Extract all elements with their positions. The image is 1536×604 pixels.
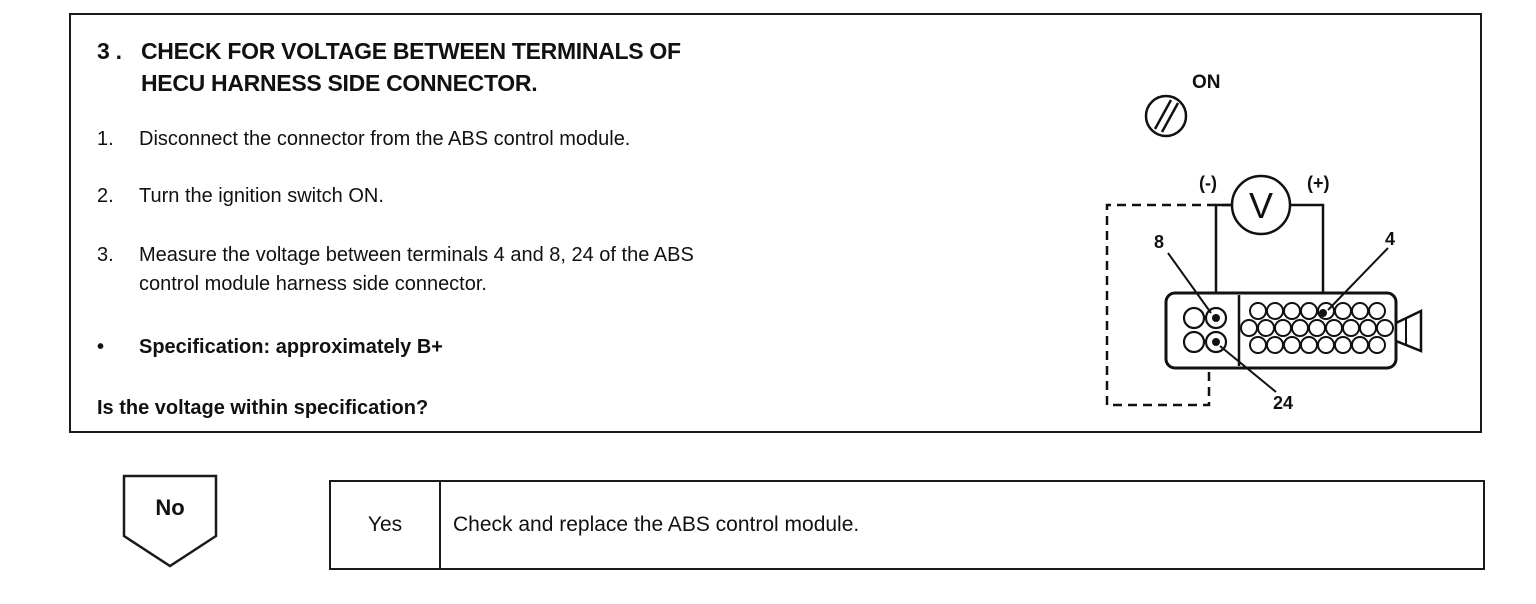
yes-label: Yes [331,482,441,568]
yes-result-table: Yes Check and replace the ABS control mo… [329,480,1485,570]
step-title-line-2: HECU HARNESS SIDE CONNECTOR. [141,70,538,96]
yes-action-text: Check and replace the ABS control module… [453,513,860,536]
specification-text: Specification: approximately B+ [139,336,443,358]
ignition-switch-icon [1144,94,1188,138]
instruction-number: 3. [97,244,114,266]
no-branch-badge [122,474,218,568]
terminal-8-contact [1212,314,1220,322]
terminal-8-leader [1167,252,1212,314]
question-text: Is the voltage within specification? [97,397,429,419]
ignition-on-label: ON [1192,72,1221,93]
step-box: 3 . CHECK FOR VOLTAGE BETWEEN TERMINALS … [69,13,1482,433]
voltmeter-symbol: V [1249,185,1273,226]
step-number: 3 . [97,38,122,64]
positive-probe-label: (+) [1307,173,1330,193]
instruction-number: 1. [97,128,114,150]
terminal-4-label: 4 [1385,229,1395,249]
instruction-text: Measure the voltage between terminals 4 … [139,244,694,266]
instruction-number: 2. [97,185,114,207]
instruction-text: Turn the ignition switch ON. [139,185,384,207]
jumper-wire-dashed [1105,203,1231,407]
no-branch-label: No [155,495,185,520]
positive-probe-wire [1290,203,1325,313]
terminal-24-contact [1212,338,1220,346]
terminal-24-label: 24 [1273,393,1293,413]
instruction-text: Disconnect the connector from the ABS co… [139,128,631,150]
connector-diagram: ON V (-) (+) [1105,72,1423,413]
terminal-8-label: 8 [1154,232,1164,252]
connector-small-terminals [1240,302,1394,354]
step-title-line-1: CHECK FOR VOLTAGE BETWEEN TERMINALS OF [141,38,681,64]
terminal-4-contact [1319,309,1327,317]
terminal-4-leader [1327,247,1389,311]
negative-probe-label: (-) [1199,173,1217,193]
instruction-text-continued: control module harness side connector. [139,273,487,295]
terminal-24-leader [1219,345,1277,393]
bullet-icon: • [97,336,105,358]
